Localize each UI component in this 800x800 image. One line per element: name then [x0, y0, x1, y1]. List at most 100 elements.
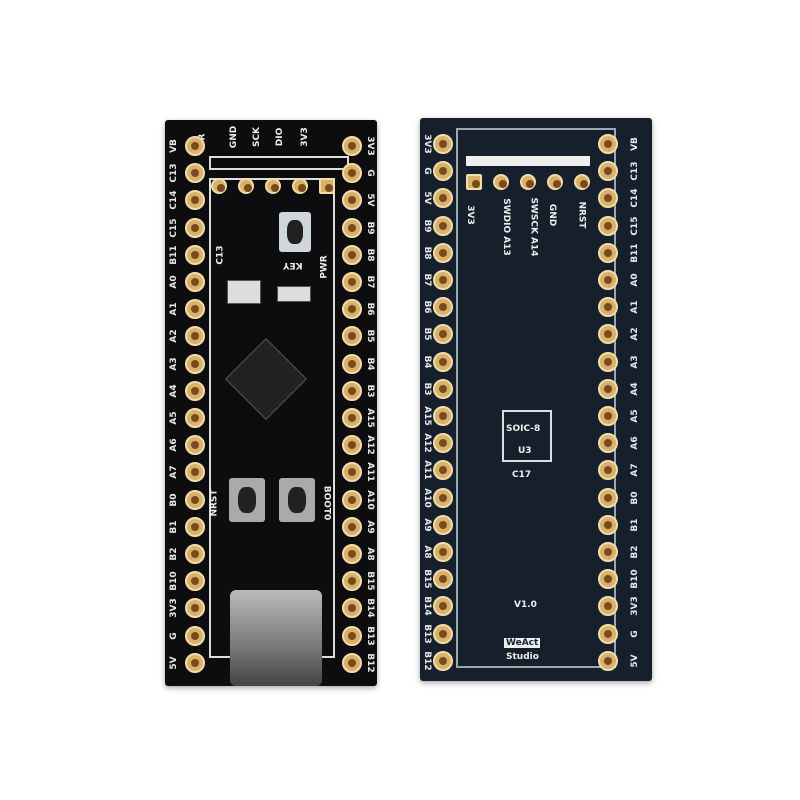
header-pin-3v3[interactable] [342, 136, 362, 156]
header-pin-b15[interactable] [433, 569, 453, 590]
header-pin-b6[interactable] [342, 299, 362, 320]
header-pin-b9[interactable] [433, 215, 453, 236]
header-pin-b0[interactable] [185, 489, 205, 510]
header-pin-a10[interactable] [342, 489, 362, 510]
header-pin-a1[interactable] [185, 299, 205, 320]
header-pin-b4[interactable] [433, 351, 453, 372]
header-pin-b5[interactable] [342, 326, 362, 347]
header-pin-g[interactable] [433, 161, 453, 182]
header-pin-a11[interactable] [342, 462, 362, 483]
header-pin-a7[interactable] [185, 462, 205, 483]
header-pin-a7[interactable] [598, 460, 618, 481]
header-pin-b15[interactable] [342, 571, 362, 592]
header-pin-g[interactable] [598, 623, 618, 644]
usb-c-connector[interactable] [230, 590, 322, 686]
swd-pad-2[interactable] [520, 174, 536, 190]
header-pin-c14[interactable] [598, 188, 618, 209]
header-pin-a0[interactable] [185, 272, 205, 292]
header-pin-a4[interactable] [598, 378, 618, 399]
header-pin-b9[interactable] [342, 217, 362, 238]
header-pin-a2[interactable] [598, 324, 618, 345]
pin-label-a12: A12 [365, 435, 375, 455]
header-pin-b14[interactable] [433, 596, 453, 617]
header-pin-c13[interactable] [185, 163, 205, 184]
header-pin-a3[interactable] [598, 351, 618, 372]
swd-pin-3v3[interactable] [319, 178, 335, 194]
header-pin-5v[interactable] [598, 650, 618, 671]
swd-pin-gnd[interactable] [238, 178, 254, 194]
swd-pin-sck[interactable] [265, 178, 281, 194]
header-pin-3v3[interactable] [185, 598, 205, 619]
header-pin-g[interactable] [185, 625, 205, 646]
boot0-button[interactable] [279, 478, 315, 522]
header-pin-a2[interactable] [185, 326, 205, 347]
header-pin-b14[interactable] [342, 598, 362, 619]
header-pin-b11[interactable] [185, 244, 205, 265]
header-pin-a6[interactable] [185, 435, 205, 456]
header-pin-a5[interactable] [185, 408, 205, 428]
swd-pad-3[interactable] [547, 174, 563, 190]
header-pin-b2[interactable] [598, 542, 618, 562]
header-pin-a8[interactable] [342, 544, 362, 564]
swd-pad-0[interactable] [466, 174, 482, 190]
header-pin-b0[interactable] [598, 487, 618, 508]
header-pin-5v[interactable] [433, 188, 453, 209]
pin-label-a12: A12 [422, 433, 432, 453]
header-pin-5v[interactable] [342, 190, 362, 211]
header-pin-vb[interactable] [598, 134, 618, 154]
header-pin-a1[interactable] [598, 297, 618, 318]
header-pin-a12[interactable] [433, 433, 453, 454]
header-pin-c14[interactable] [185, 190, 205, 211]
pin-label-b12: B12 [365, 653, 375, 673]
header-pin-3v3[interactable] [598, 596, 618, 617]
header-pin-a15[interactable] [433, 406, 453, 426]
swd-pin-r[interactable] [211, 178, 227, 194]
header-pin-b13[interactable] [342, 625, 362, 646]
header-pin-vb[interactable] [185, 136, 205, 156]
header-pin-a3[interactable] [185, 353, 205, 374]
header-pin-a15[interactable] [342, 408, 362, 428]
swd-pin-dio[interactable] [292, 178, 308, 194]
header-pin-b12[interactable] [433, 650, 453, 671]
header-pin-b6[interactable] [433, 297, 453, 318]
header-pin-b7[interactable] [342, 272, 362, 292]
header-pin-c15[interactable] [598, 215, 618, 236]
header-pin-a10[interactable] [433, 487, 453, 508]
header-pin-a9[interactable] [433, 514, 453, 535]
header-pin-b11[interactable] [598, 242, 618, 263]
header-pin-b7[interactable] [433, 270, 453, 290]
header-pin-b5[interactable] [433, 324, 453, 345]
nrst-button[interactable] [229, 478, 265, 522]
header-pin-b8[interactable] [342, 244, 362, 265]
header-pin-a12[interactable] [342, 435, 362, 456]
header-pin-a9[interactable] [342, 516, 362, 537]
key-button[interactable] [279, 212, 311, 252]
header-pin-b1[interactable] [598, 514, 618, 535]
header-pin-a5[interactable] [598, 406, 618, 426]
header-pin-c15[interactable] [185, 217, 205, 238]
header-pin-g[interactable] [342, 163, 362, 184]
label-nrst: NRST [209, 489, 220, 517]
header-pin-b12[interactable] [342, 652, 362, 673]
header-pin-b10[interactable] [185, 571, 205, 592]
header-pin-b3[interactable] [433, 378, 453, 399]
header-pin-5v[interactable] [185, 652, 205, 673]
header-pin-b10[interactable] [598, 569, 618, 590]
header-pin-b1[interactable] [185, 516, 205, 537]
header-pin-a0[interactable] [598, 270, 618, 290]
header-pin-a4[interactable] [185, 380, 205, 401]
header-pin-a6[interactable] [598, 433, 618, 454]
header-pin-b4[interactable] [342, 353, 362, 374]
header-pin-b8[interactable] [433, 242, 453, 263]
header-pin-b13[interactable] [433, 623, 453, 644]
header-pin-a8[interactable] [433, 542, 453, 562]
swd-pad-4[interactable] [574, 174, 590, 190]
header-pin-c13[interactable] [598, 161, 618, 182]
pin-label-a15: A15 [422, 406, 432, 426]
header-pin-b2[interactable] [185, 544, 205, 564]
pin-label-a1: A1 [630, 300, 640, 314]
header-pin-b3[interactable] [342, 380, 362, 401]
header-pin-3v3[interactable] [433, 134, 453, 154]
swd-pad-1[interactable] [493, 174, 509, 190]
header-pin-a11[interactable] [433, 460, 453, 481]
